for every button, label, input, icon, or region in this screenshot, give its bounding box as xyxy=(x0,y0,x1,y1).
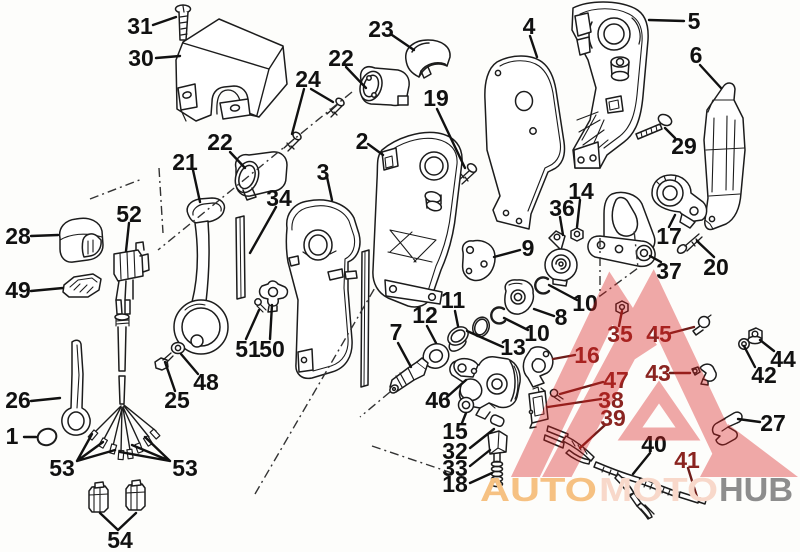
svg-text:42: 42 xyxy=(751,362,777,388)
svg-text:30: 30 xyxy=(128,45,154,71)
svg-text:2: 2 xyxy=(356,128,369,154)
svg-text:36: 36 xyxy=(549,195,575,221)
svg-text:19: 19 xyxy=(423,85,449,111)
svg-text:3: 3 xyxy=(317,159,330,185)
svg-text:27: 27 xyxy=(760,410,786,436)
svg-text:25: 25 xyxy=(164,387,190,413)
svg-text:53: 53 xyxy=(49,455,75,481)
svg-text:14: 14 xyxy=(568,178,594,204)
svg-text:49: 49 xyxy=(5,277,31,303)
svg-text:31: 31 xyxy=(127,13,153,39)
svg-text:AUTO: AUTO xyxy=(480,471,597,508)
svg-text:35: 35 xyxy=(607,321,633,347)
svg-text:8: 8 xyxy=(555,304,568,330)
svg-text:15: 15 xyxy=(442,418,468,444)
svg-text:39: 39 xyxy=(600,405,626,431)
svg-text:1: 1 xyxy=(6,423,19,449)
svg-text:4: 4 xyxy=(523,13,536,39)
svg-text:16: 16 xyxy=(574,342,600,368)
svg-text:41: 41 xyxy=(674,447,700,473)
svg-text:47: 47 xyxy=(603,367,629,393)
svg-text:7: 7 xyxy=(390,319,403,345)
svg-text:33: 33 xyxy=(442,455,468,481)
svg-text:5: 5 xyxy=(688,8,701,34)
svg-text:38: 38 xyxy=(598,387,624,413)
svg-text:22: 22 xyxy=(328,45,354,71)
svg-text:50: 50 xyxy=(259,336,285,362)
svg-text:32: 32 xyxy=(442,438,468,464)
svg-text:12: 12 xyxy=(412,302,438,328)
svg-text:22: 22 xyxy=(207,129,233,155)
svg-text:40: 40 xyxy=(641,431,667,457)
svg-text:29: 29 xyxy=(671,133,697,159)
svg-text:54: 54 xyxy=(107,527,133,552)
svg-text:HUB: HUB xyxy=(719,471,793,508)
svg-text:34: 34 xyxy=(266,185,292,211)
svg-text:11: 11 xyxy=(441,287,466,313)
svg-text:48: 48 xyxy=(193,369,219,395)
svg-text:18: 18 xyxy=(442,471,468,497)
svg-text:10: 10 xyxy=(572,290,598,316)
svg-text:9: 9 xyxy=(522,235,535,261)
svg-text:51: 51 xyxy=(235,336,261,362)
svg-text:43: 43 xyxy=(645,360,671,386)
svg-text:52: 52 xyxy=(116,201,142,227)
svg-text:6: 6 xyxy=(690,42,703,68)
svg-text:20: 20 xyxy=(703,254,729,280)
svg-text:37: 37 xyxy=(656,258,682,284)
svg-text:13: 13 xyxy=(500,334,526,360)
svg-text:MOTO: MOTO xyxy=(599,471,718,508)
svg-text:23: 23 xyxy=(368,16,394,42)
svg-text:44: 44 xyxy=(770,346,796,372)
svg-text:26: 26 xyxy=(5,387,31,413)
svg-text:28: 28 xyxy=(5,223,31,249)
svg-text:53: 53 xyxy=(172,455,198,481)
svg-text:17: 17 xyxy=(656,223,682,249)
svg-text:24: 24 xyxy=(295,66,321,92)
svg-text:21: 21 xyxy=(172,149,198,175)
svg-text:45: 45 xyxy=(646,321,672,347)
svg-text:46: 46 xyxy=(425,387,451,413)
svg-text:10: 10 xyxy=(524,320,550,346)
